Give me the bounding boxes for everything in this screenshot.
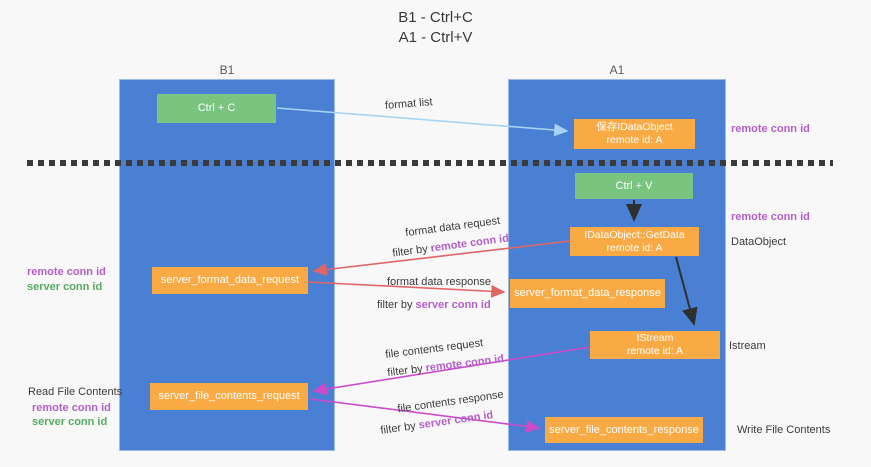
label-filter-by-server-1: filter by server conn id [377, 299, 491, 311]
node-ctrl-c: Ctrl + C [157, 94, 276, 123]
side-label-istream: Istream [729, 340, 766, 352]
node-server-file-contents-response: server_file_contents_response [545, 417, 703, 443]
node-server-format-data-response: server_format_data_response [510, 279, 665, 308]
server-conn-id-text: server conn id [417, 409, 495, 432]
node-server-file-contents-request: server_file_contents_request [150, 383, 308, 410]
server-conn-id-text: server conn id [415, 299, 491, 311]
node-getdata-line2: remote id: A [606, 241, 663, 254]
filter-by-text: filter by [379, 419, 420, 437]
node-save-idataobject-line1: 保存IDataObject [596, 121, 673, 133]
side-label-file-server-conn-id: server conn id [32, 416, 108, 428]
side-label-read-file-contents: Read File Contents [28, 386, 123, 398]
node-istream-line2: remote id: A [626, 345, 684, 357]
side-label-dataobject: DataObject [731, 236, 787, 248]
node-server-file-contents-response-label: server_file_contents_response [549, 423, 699, 436]
remote-conn-id-text: remote conn id [429, 232, 510, 255]
node-ctrl-v-label: Ctrl + V [615, 179, 653, 192]
node-ctrl-v: Ctrl + V [575, 173, 693, 199]
label-filter-by-server-2: filter by server conn id [380, 409, 494, 437]
node-server-file-contents-request-label: server_file_contents_request [158, 390, 300, 402]
side-label-remote-conn-id-mid: remote conn id [731, 211, 810, 223]
side-label-format-remote-conn-id: remote conn id [27, 266, 106, 278]
node-istream: IStream remote id: A [590, 331, 720, 359]
node-save-idataobject: 保存IDataObject remote id: A [574, 119, 695, 149]
side-label-write-file-contents: Write File Contents [737, 424, 831, 436]
title-line-2: A1 - Ctrl+V [398, 29, 473, 46]
filter-by-text: filter by [386, 362, 427, 380]
node-getdata-line1: IDataObject::GetData [584, 228, 685, 241]
label-format-data-response: format data response [387, 276, 491, 288]
left-column-name: B1 [219, 63, 235, 77]
diagram-title: B1 - Ctrl+C A1 - Ctrl+V [0, 8, 871, 48]
node-save-idataobject-line2: remote id: A [606, 134, 663, 146]
node-server-format-data-request-label: server_format_data_request [160, 274, 300, 286]
filter-by-text: filter by [391, 242, 432, 260]
title-line-1: B1 - Ctrl+C [398, 9, 473, 26]
side-label-format-server-conn-id: server conn id [27, 281, 103, 293]
node-istream-line1: IStream [636, 332, 674, 344]
node-server-format-data-request: server_format_data_request [152, 267, 308, 294]
node-idataobject-getdata: IDataObject::GetData remote id: A [570, 227, 699, 256]
remote-conn-id-text: remote conn id [424, 352, 505, 375]
side-label-remote-conn-id-top: remote conn id [731, 123, 810, 135]
label-format-list: format list [384, 96, 434, 112]
phase-separator-dashed-line [27, 160, 833, 166]
filter-by-text: filter by [377, 299, 416, 311]
right-column-name: A1 [609, 63, 625, 77]
node-server-format-data-response-label: server_format_data_response [514, 287, 661, 299]
side-label-file-remote-conn-id: remote conn id [32, 402, 111, 414]
node-ctrl-c-label: Ctrl + C [197, 102, 236, 114]
